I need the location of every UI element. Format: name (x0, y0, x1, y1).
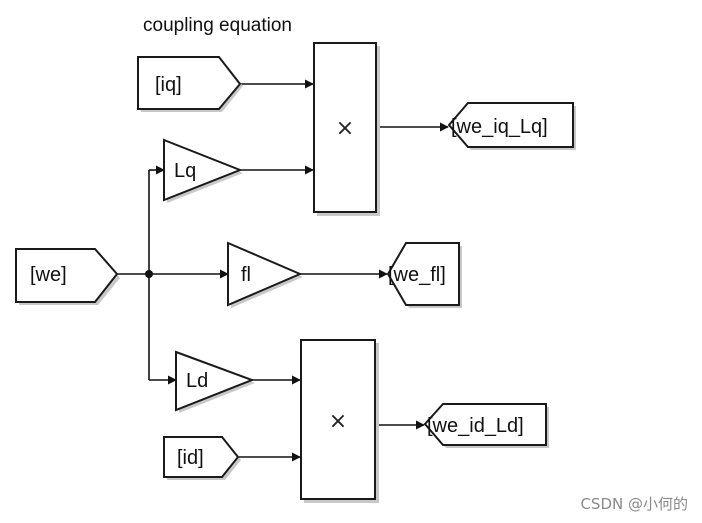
from-block-id[interactable]: [id] (163, 436, 241, 480)
gain-block-lq-label: Lq (174, 160, 196, 182)
from-block-iq[interactable]: [iq] (137, 56, 243, 112)
branch-point (145, 270, 153, 278)
product-block-lower-symbol: × (329, 409, 347, 434)
product-block-upper[interactable]: × (313, 42, 380, 216)
from-block-we[interactable]: [we] (15, 248, 120, 305)
product-block-lower[interactable]: × (300, 339, 379, 503)
product-block-upper-symbol: × (336, 116, 354, 141)
from-block-id-label: [id] (177, 447, 204, 469)
from-block-iq-label: [iq] (155, 74, 182, 96)
goto-block-we-fl[interactable]: [we_fl] (386, 242, 462, 308)
goto-block-we-iq-lq[interactable]: [we_iq_Lq] (447, 102, 576, 150)
gain-block-lq[interactable]: Lq (163, 138, 243, 203)
gain-block-fl-label: fl (241, 264, 251, 286)
gain-block-ld[interactable]: Ld (175, 350, 255, 413)
gain-block-ld-label: Ld (186, 370, 208, 392)
goto-block-we-id-ld[interactable]: [we_id_Ld] (423, 403, 549, 448)
diagram-title: coupling equation (143, 15, 292, 36)
goto-block-we-iq-lq-label: [we_iq_Lq] (451, 116, 548, 138)
goto-block-we-id-ld-label: [we_id_Ld] (427, 415, 524, 437)
goto-block-we-fl-label: [we_fl] (388, 264, 446, 286)
from-block-we-label: [we] (30, 264, 67, 286)
watermark-text: CSDN @小何的 (580, 495, 688, 513)
gain-block-fl[interactable]: fl (227, 241, 303, 308)
